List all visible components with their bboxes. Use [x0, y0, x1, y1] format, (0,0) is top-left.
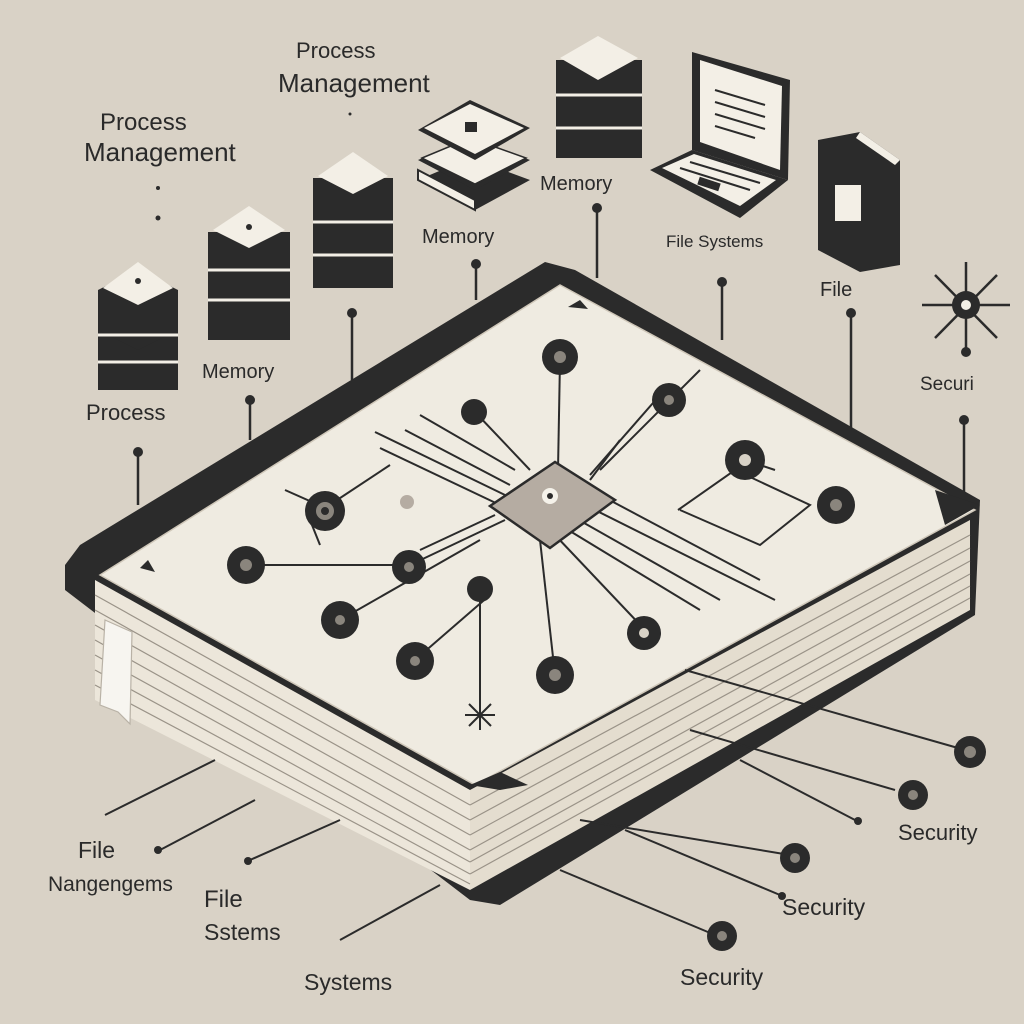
- label-memory-left: Memory: [202, 361, 274, 383]
- laptop-icon: [650, 52, 790, 218]
- corner-tab-left: [140, 560, 155, 572]
- network-node: [227, 546, 265, 584]
- label-security-bottom: Security: [680, 964, 764, 990]
- page-lines-left: [94, 594, 471, 885]
- label-process-management-left-1: Process: [100, 109, 187, 136]
- corner-tab-bottom: [470, 772, 528, 790]
- label-security-top: Securi: [920, 374, 974, 395]
- book-icon: [818, 132, 900, 272]
- book-pages-left: [95, 580, 470, 890]
- label-file-management-bottom-1: File: [78, 837, 115, 863]
- network-node: [321, 601, 359, 639]
- network-node: [652, 383, 686, 417]
- network-node: [467, 576, 493, 602]
- bottom-connector-nodes: [154, 736, 986, 951]
- label-security-right: Security: [898, 820, 977, 845]
- corner-tab-top: [568, 300, 588, 309]
- corner-tab-right: [935, 490, 980, 525]
- book: [65, 262, 980, 905]
- network-node: [725, 440, 765, 480]
- network-node: [461, 399, 487, 425]
- network-node: [400, 495, 414, 509]
- label-file-management-bottom-2: Nangengems: [48, 873, 173, 896]
- label-process: Process: [86, 400, 165, 425]
- network-node: [392, 550, 426, 584]
- label-process-management-top-2: Management: [278, 68, 431, 98]
- label-file-systems-top: File Systems: [666, 232, 763, 251]
- network-node: [817, 486, 855, 524]
- label-process-management-left-2: Management: [84, 137, 237, 167]
- network-node: [542, 339, 578, 375]
- network-nodes: [227, 339, 855, 694]
- label-memory-right: Memory: [540, 173, 612, 195]
- server-stack-icon: [313, 152, 393, 288]
- network-lines: [245, 359, 812, 700]
- server-stack-icon: [98, 262, 178, 390]
- page-lines-right: [469, 534, 971, 875]
- server-stack-icon: [556, 36, 642, 158]
- label-file-systems-bottom-1: File: [204, 886, 243, 913]
- bottom-connectors: [104, 669, 966, 941]
- label-memory-mid: Memory: [422, 226, 494, 248]
- network-node: [396, 642, 434, 680]
- label-process-management-top-1: Process: [296, 38, 375, 63]
- label-systems-bottom: Systems: [304, 969, 392, 995]
- top-connector-dots: [133, 112, 969, 457]
- label-security-mid: Security: [782, 894, 866, 920]
- central-chip: [487, 460, 618, 550]
- bookmark-ribbon: [99, 619, 133, 726]
- network-star-icon: [922, 262, 1010, 357]
- server-stack-icon: [208, 206, 290, 340]
- sparkle-icon: [465, 700, 495, 730]
- label-file-top: File: [820, 279, 852, 301]
- label-file-systems-bottom-2: Sstems: [204, 919, 281, 945]
- network-node: [305, 491, 345, 531]
- labels: Process Management Process Management Pr…: [48, 38, 977, 995]
- network-node: [536, 656, 574, 694]
- book-stack-icon: [417, 100, 530, 212]
- book-pages-right: [470, 520, 970, 890]
- network-node: [627, 616, 661, 650]
- top-connectors: [136, 208, 966, 505]
